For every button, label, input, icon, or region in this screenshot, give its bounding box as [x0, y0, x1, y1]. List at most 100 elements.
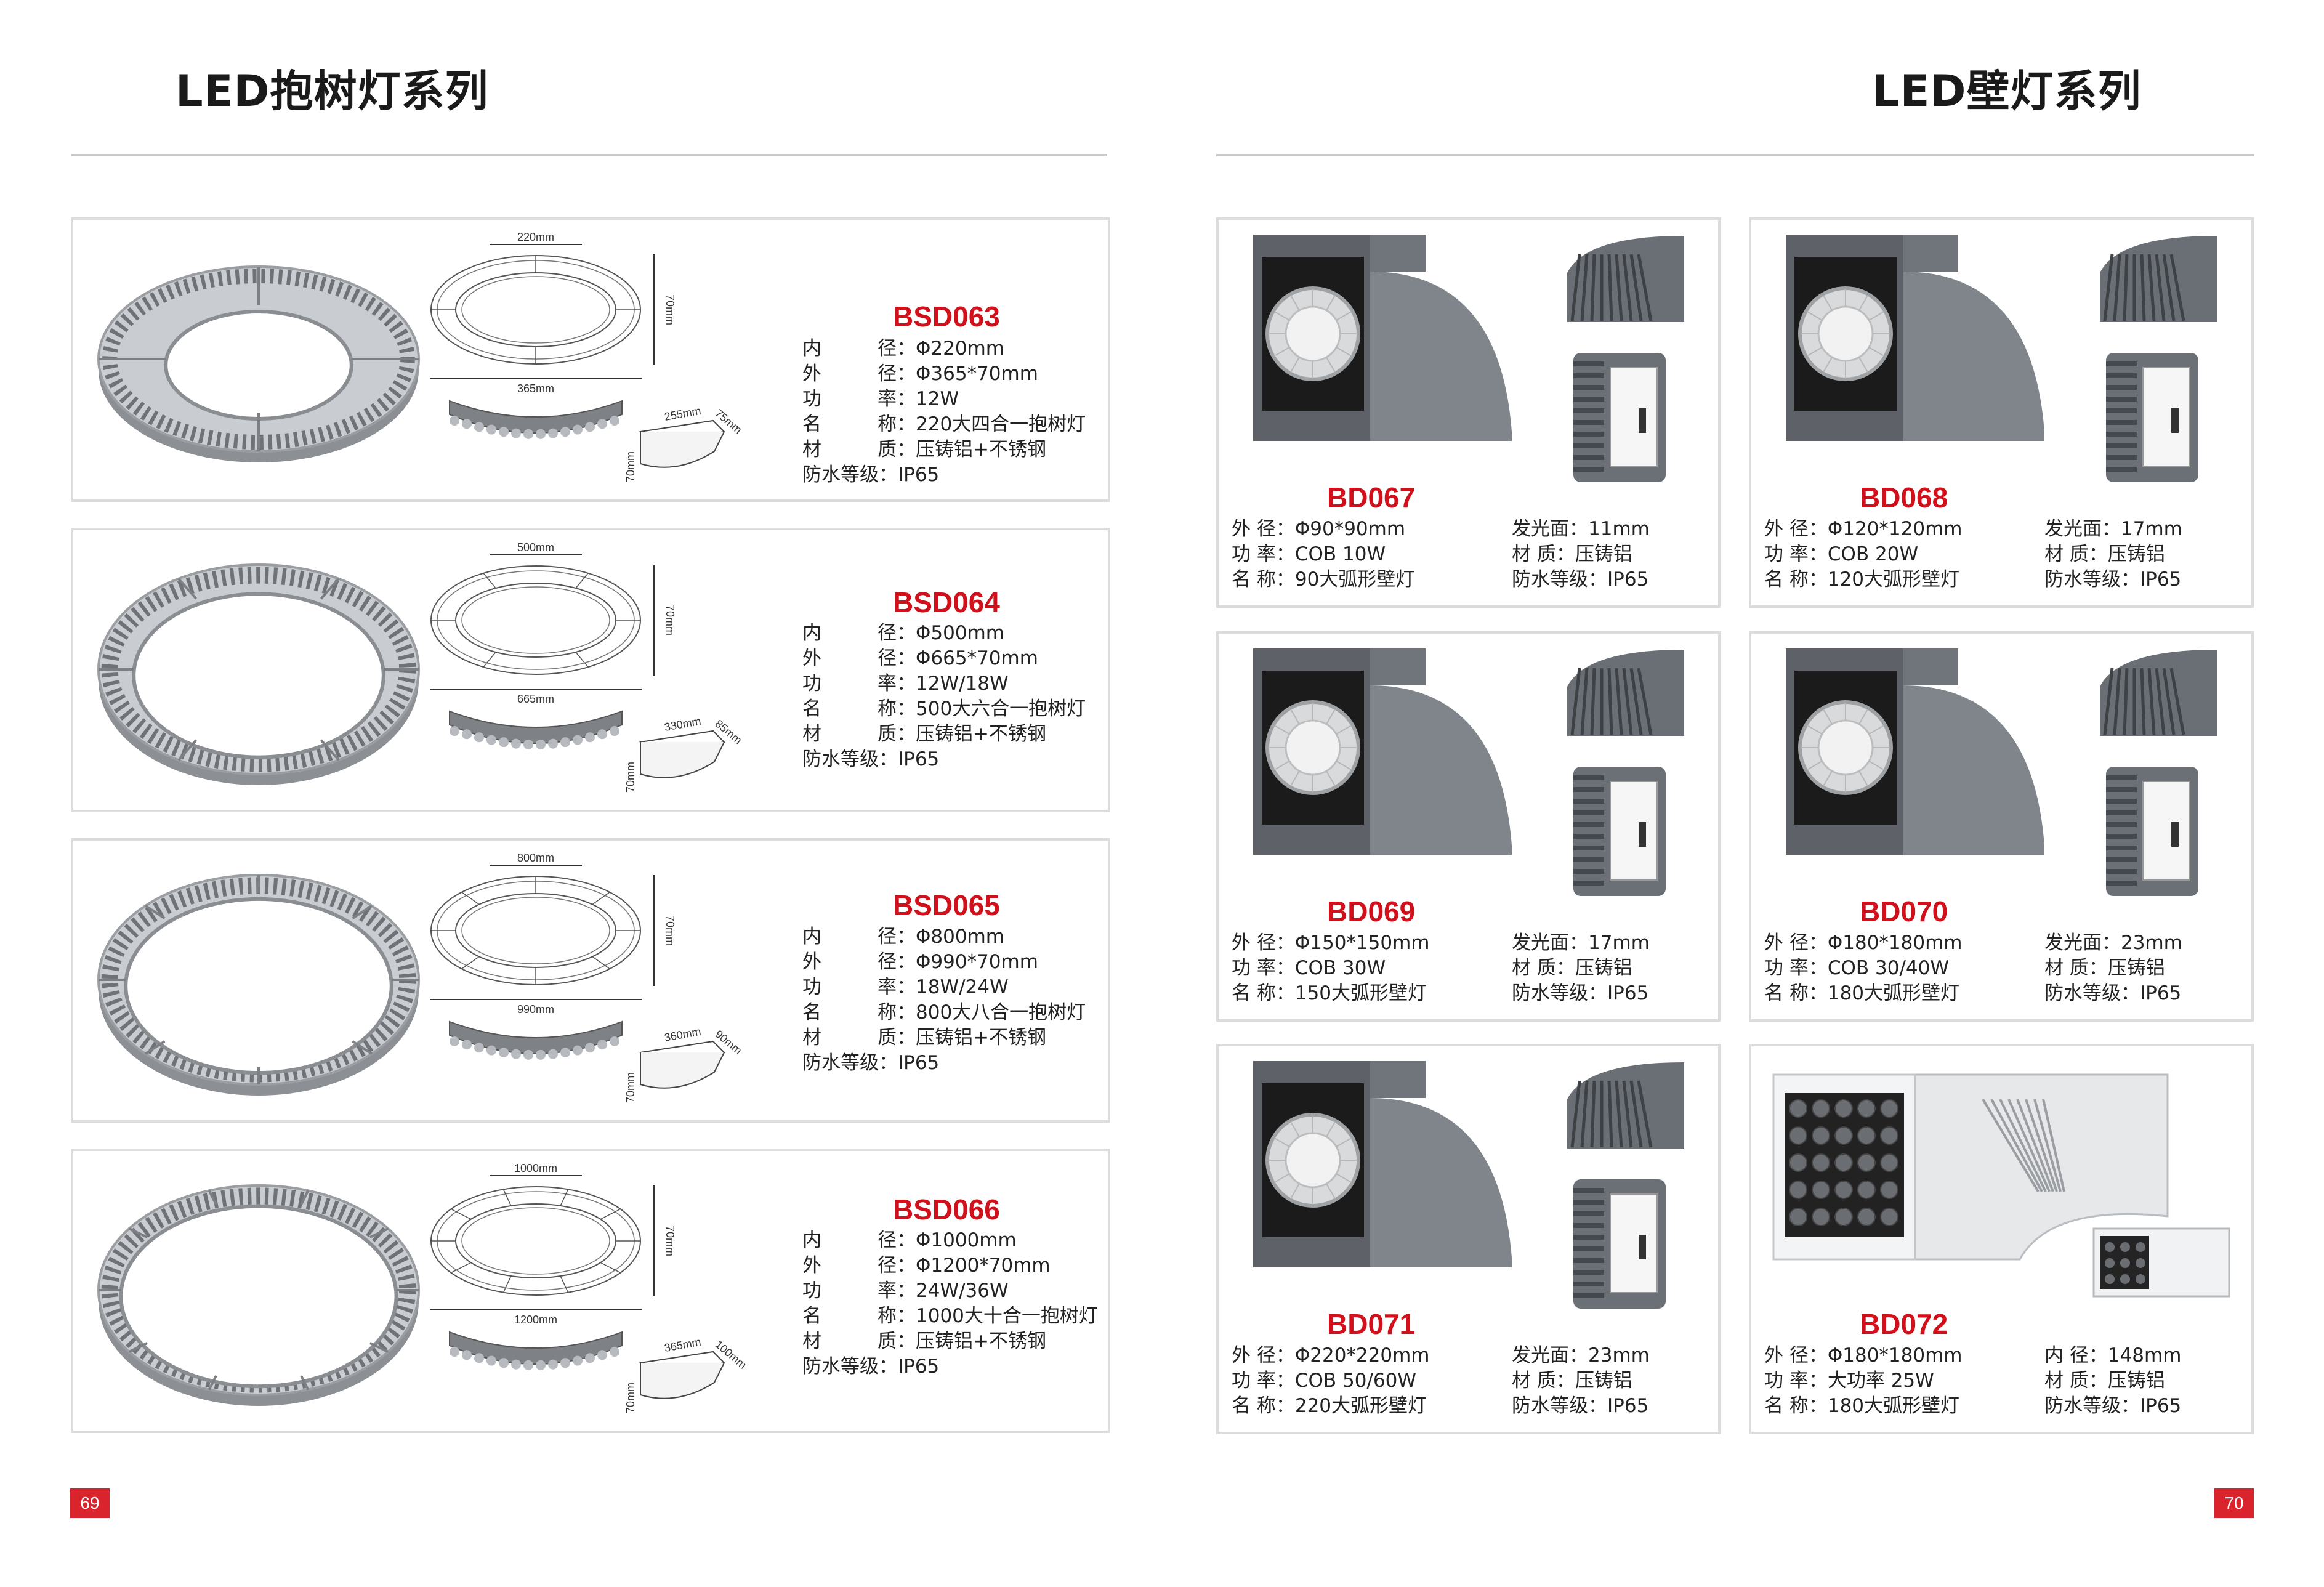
- product-code-bd069: BD069: [1327, 895, 1416, 927]
- spec-line: 功 率：COB 30/40W: [1764, 957, 1950, 979]
- dim-height: 70mm: [664, 915, 676, 946]
- spec-value: 径：Φ220mm: [878, 337, 1004, 360]
- spec-value: 径：Φ1000mm: [878, 1229, 1017, 1251]
- wall-light-side-views-bd069: [1567, 650, 1684, 896]
- spec-line: 材 质：压铸铝: [1512, 543, 1632, 565]
- spec-key: 防水等级: [802, 464, 879, 486]
- spec-value: 径：Φ365*70mm: [878, 363, 1038, 385]
- spec-key: 功: [802, 672, 821, 695]
- dim-height: 70mm: [664, 1226, 676, 1256]
- spec-key: 名: [802, 413, 821, 435]
- specs-bd071-col-1: 外 径：Φ220*220mm 功 率：COB 50/60W 名 称：220大弧形壁灯: [1232, 1343, 1430, 1419]
- spec-key: 内: [802, 1229, 821, 1251]
- spec-line: 发光面：23mm: [1512, 1344, 1650, 1367]
- spec-line: 功 率：COB 10W: [1232, 543, 1386, 565]
- spec-value: 率：12W/18W: [878, 672, 1009, 695]
- spec-key: 内: [802, 337, 821, 360]
- spec-line: 外 径：Φ150*150mm: [1232, 932, 1430, 954]
- product-code-bsd063: BSD063: [893, 301, 1000, 333]
- wall-light-photo-bd069: [1253, 648, 1512, 855]
- dim-outer: 665mm: [517, 693, 554, 705]
- product-code-bsd065: BSD065: [893, 889, 1000, 921]
- spec-value: 质：压铸铝+不锈钢: [878, 723, 1046, 745]
- spec-line: 发光面：17mm: [2044, 518, 2182, 540]
- spec-line: 功 率：COB 50/60W: [1232, 1370, 1417, 1392]
- spec-line: 功 率：COB 30W: [1232, 957, 1386, 979]
- ring-photo-bsd065: [97, 874, 420, 1096]
- dim-outer: 365mm: [517, 382, 554, 395]
- spec-value: ：IP65: [879, 748, 940, 770]
- spec-line: 发光面：23mm: [2044, 932, 2182, 954]
- spec-key: 外: [802, 1254, 821, 1277]
- spec-key: 材: [802, 723, 821, 745]
- wall-light-photo-bd072: [1772, 1073, 2230, 1298]
- spec-line: 名 称：150大弧形壁灯: [1232, 982, 1427, 1004]
- dim-height: 70mm: [664, 605, 676, 636]
- spec-key: 名: [802, 1001, 821, 1024]
- wall-light-photo-bd067: [1253, 235, 1512, 441]
- spec-value: 径：Φ500mm: [878, 622, 1004, 644]
- product-code-bd067: BD067: [1327, 482, 1416, 514]
- spec-line: 防水等级：IP65: [2044, 568, 2182, 591]
- spec-value: 径：Φ990*70mm: [878, 951, 1038, 973]
- spec-line: 名 称：90大弧形壁灯: [1232, 568, 1415, 591]
- specs-bsd063: 内径：Φ220mm 外径：Φ365*70mm 功率：12W 名称：220大四合一…: [802, 336, 1086, 488]
- spec-key: 防水等级: [802, 748, 879, 770]
- left-page-title: LED抱树灯系列: [176, 66, 489, 116]
- specs-bd069-col-1: 外 径：Φ150*150mm 功 率：COB 30W 名 称：150大弧形壁灯: [1232, 931, 1430, 1006]
- spec-line: 外 径：Φ220*220mm: [1232, 1344, 1430, 1367]
- page-number-right: 70: [2214, 1488, 2254, 1518]
- wall-light-side-views-bd067: [1567, 236, 1684, 482]
- spec-key: 材: [802, 1330, 821, 1352]
- spec-line: 防水等级：IP65: [1512, 982, 1649, 1004]
- spec-line: 功 率：COB 20W: [1764, 543, 1919, 565]
- spec-line: 内 径：148mm: [2044, 1344, 2182, 1367]
- spec-line: 功 率：大功率 25W: [1764, 1370, 1934, 1392]
- spec-value: 径：Φ1200*70mm: [878, 1254, 1051, 1277]
- ring-photo-bsd066: [97, 1184, 420, 1406]
- spec-value: 称：220大四合一抱树灯: [878, 413, 1086, 435]
- dim-segment-height: 70mm: [624, 451, 637, 482]
- dim-height: 70mm: [664, 294, 676, 325]
- product-code-bd072: BD072: [1860, 1308, 1948, 1340]
- spec-line: 名 称：120大弧形壁灯: [1764, 568, 1960, 591]
- right-title-rule: [1216, 154, 2254, 156]
- spec-key: 功: [802, 976, 821, 998]
- spec-key: 功: [802, 1280, 821, 1302]
- product-code-bsd066: BSD066: [893, 1193, 1000, 1226]
- spec-line: 防水等级：IP65: [1512, 1395, 1649, 1417]
- spec-line: 材 质：压铸铝: [2044, 957, 2165, 979]
- spec-value: 率：24W/36W: [878, 1280, 1009, 1302]
- spec-line: 外 径：Φ180*180mm: [1764, 932, 1963, 954]
- spec-value: 质：压铸铝+不锈钢: [878, 1330, 1046, 1352]
- wall-light-photo-bd068: [1786, 235, 2044, 441]
- product-code-bsd064: BSD064: [893, 586, 1000, 618]
- dim-outer: 990mm: [517, 1003, 554, 1016]
- spec-key: 名: [802, 698, 821, 720]
- spec-key: 外: [802, 647, 821, 669]
- specs-bsd064: 内径：Φ500mm 外径：Φ665*70mm 功率：12W/18W 名称：500…: [802, 621, 1086, 772]
- spec-line: 名 称：220大弧形壁灯: [1232, 1395, 1427, 1417]
- product-code-bd070: BD070: [1860, 895, 1948, 927]
- spec-line: 防水等级：IP65: [1512, 568, 1649, 591]
- dim-segment-height: 70mm: [624, 1072, 637, 1103]
- dim-inner: 1000mm: [514, 1162, 557, 1174]
- wall-light-photo-bd071: [1253, 1061, 1512, 1267]
- dim-inner: 220mm: [517, 231, 554, 243]
- left-title-rule: [71, 154, 1107, 156]
- spec-value: 径：Φ800mm: [878, 926, 1004, 948]
- product-code-bd071: BD071: [1327, 1308, 1416, 1340]
- spec-value: 质：压铸铝+不锈钢: [878, 1027, 1046, 1049]
- wall-light-photo-bd070: [1786, 648, 2044, 855]
- spec-line: 发光面：17mm: [1512, 932, 1650, 954]
- dim-inner: 800mm: [517, 852, 554, 864]
